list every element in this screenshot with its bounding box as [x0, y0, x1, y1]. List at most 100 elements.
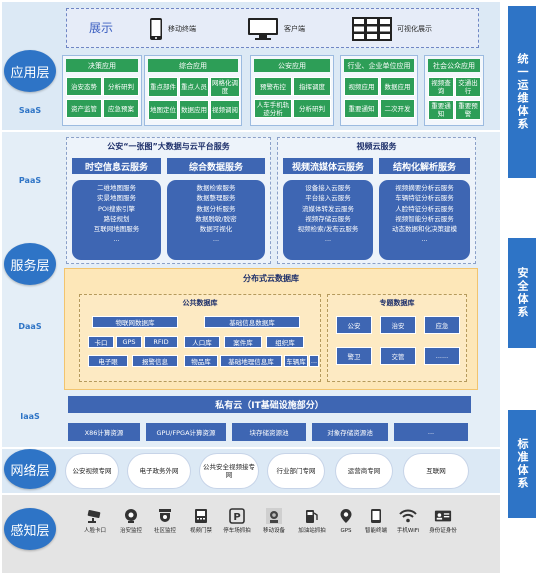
db-cell[interactable]: 应急 [424, 316, 460, 334]
private-cloud-bar: 私有云（IT基础设施部分） [68, 396, 471, 413]
sensor-label: 智能终端 [364, 528, 387, 534]
app-cell[interactable]: 视频调阅 [210, 100, 240, 120]
list-item: ... [212, 235, 220, 244]
webcam-icon [122, 508, 140, 524]
app-cell[interactable]: 重要通知 [428, 100, 454, 120]
iaas-resource[interactable]: X86计算资源 [68, 423, 140, 441]
app-cell[interactable]: 视频查询 [428, 77, 454, 97]
list-item: 数据检索服务 [196, 184, 236, 192]
app-cell[interactable]: 交通出行 [455, 77, 481, 97]
app-cell[interactable]: 治安态势 [66, 77, 102, 96]
list-item: 数据分析服务 [196, 204, 236, 213]
network-cloud[interactable]: 运营商专网 [336, 454, 392, 488]
app-group-decision: 决策应用 治安态势 分析研判 资产监管 应急预案 [62, 55, 142, 126]
platform-left-title: 公安“一张图”大数据与云平台服务 [107, 142, 230, 151]
db-cell[interactable]: 基础地理信息库 [220, 355, 282, 367]
display-item-label: 移动终端 [168, 25, 196, 33]
sensor-label: 社区监控 [153, 528, 176, 534]
spatial-service-list: 二维地图服务 实景地图服务 POI搜索引擎 路径规划 互联网地图服务 ... [72, 180, 161, 260]
app-cell[interactable]: 重点部件 [148, 77, 178, 97]
app-cell[interactable]: 指挥调度 [293, 77, 331, 96]
sensor-label: 移动设备 [262, 528, 285, 534]
db-cell[interactable]: 车辆库 [284, 355, 308, 367]
app-cell[interactable]: 分析研判 [293, 99, 331, 118]
public-database: 公共数据库 物联网数据库 基础信息数据库 卡口 GPS RFID 人口库 案件库… [79, 294, 321, 382]
sensor-label: 停车场抓拍 [223, 528, 251, 534]
db-cell[interactable]: 治安 [380, 316, 416, 334]
app-cell[interactable]: 应急预案 [103, 99, 139, 118]
app-cell[interactable]: 数据应用 [179, 100, 209, 120]
app-cell[interactable]: 资产监管 [66, 99, 102, 118]
network-cloud[interactable]: 公安视频专网 [66, 454, 118, 488]
list-item: 实景地图服务 [97, 194, 136, 203]
cctv-camera-icon [86, 508, 104, 524]
distributed-cloud-database: 分布式云数据库 公共数据库 物联网数据库 基础信息数据库 卡口 GPS RFID… [64, 268, 478, 390]
public-database-title: 公共数据库 [182, 299, 218, 307]
db-cell[interactable]: 人口库 [184, 336, 220, 348]
app-group-title: 公安应用 [254, 59, 330, 72]
app-cell[interactable]: 人车手机轨迹分析 [254, 99, 292, 118]
iaas-resource[interactable]: 块存储资源池 [232, 423, 306, 441]
app-cell[interactable]: 重要预警 [455, 100, 481, 120]
db-cell[interactable]: 卡口 [88, 336, 114, 348]
dome-camera-icon [156, 508, 174, 524]
list-item: 视频摘要分析云服务 [395, 184, 454, 192]
sensor-label: 手机WiFi [396, 528, 420, 534]
db-cell[interactable]: 案件库 [224, 336, 262, 348]
db-cell[interactable]: 交管 [380, 347, 416, 365]
display-item-label: 客户端 [284, 25, 305, 33]
daas-label: DaaS [18, 322, 42, 331]
iaas-resource[interactable]: GPU/FPGA计算资源 [146, 423, 226, 441]
video-wall-icon [352, 17, 392, 41]
sensor-label: 人脸卡口 [83, 528, 106, 534]
network-cloud[interactable]: 互联网 [404, 454, 468, 488]
iaas-resource[interactable]: ... [394, 423, 468, 441]
network-cloud[interactable]: 行业部门专网 [268, 454, 324, 488]
svg-text:P: P [233, 512, 240, 523]
list-item: ... [324, 235, 332, 244]
db-cell[interactable]: 基础信息数据库 [204, 316, 300, 328]
db-cell[interactable]: ...... [424, 347, 460, 365]
fuel-pump-icon [303, 508, 321, 524]
db-cell[interactable]: 电子眼 [88, 355, 128, 367]
db-cell[interactable]: 公安 [336, 316, 372, 334]
app-cell[interactable]: 数据应用 [380, 77, 415, 96]
mobile-phone-icon [150, 18, 162, 40]
db-cell[interactable]: ... [309, 355, 319, 367]
list-item: 车辆特征分析云服务 [395, 194, 454, 203]
app-cell[interactable]: 分析研判 [103, 77, 139, 96]
db-cell[interactable]: 警卫 [336, 347, 372, 365]
db-cell[interactable]: 报警信息 [132, 355, 178, 367]
list-item: 视频检索/发布云服务 [297, 225, 359, 234]
app-cell[interactable]: 网格化调度 [210, 77, 240, 97]
app-cell[interactable]: 视频应用 [344, 77, 379, 96]
wifi-icon [399, 508, 417, 524]
list-item: 视频智能分析云服务 [395, 214, 454, 223]
app-cell[interactable]: 地图定位 [148, 100, 178, 120]
list-item: 数据脱敏/脱密 [195, 214, 237, 223]
db-cell[interactable]: GPS [116, 336, 142, 348]
display-item-mobile: 移动终端 [149, 17, 196, 41]
display-section: 展示 移动终端 客户端 可视化展示 [66, 8, 479, 48]
db-cell[interactable]: RFID [144, 336, 178, 348]
sensor-video-door: 视频门禁 [186, 508, 216, 535]
db-cell[interactable]: 物联网数据库 [92, 316, 178, 328]
list-item: 数据整理服务 [196, 194, 236, 203]
spatial-cloud-service-header: 时空信息云服务 [72, 158, 161, 174]
db-cell[interactable]: 物品库 [184, 355, 218, 367]
app-cell[interactable]: 重点人员 [179, 77, 209, 97]
app-cell[interactable]: 二次开发 [380, 99, 415, 118]
sensor-label: 治安监控 [119, 528, 142, 534]
app-cell[interactable]: 重要通知 [344, 99, 379, 118]
network-cloud[interactable]: 电子政务外网 [128, 454, 190, 488]
db-cell[interactable]: 组织库 [266, 336, 304, 348]
display-title: 展示 [89, 21, 114, 35]
network-cloud[interactable]: 公共安全视频接专网 [200, 454, 258, 488]
app-layer-label: 应用层 [4, 50, 56, 92]
list-item: 数据可视化 [199, 225, 233, 234]
iaas-resource[interactable]: 对象存储资源池 [312, 423, 388, 441]
display-item-client: 客户端 [247, 17, 305, 41]
sensor-gas-station: 加油站抓拍 [297, 508, 327, 535]
list-item: 互联网地图服务 [93, 225, 140, 234]
app-cell[interactable]: 预警布控 [254, 77, 292, 96]
